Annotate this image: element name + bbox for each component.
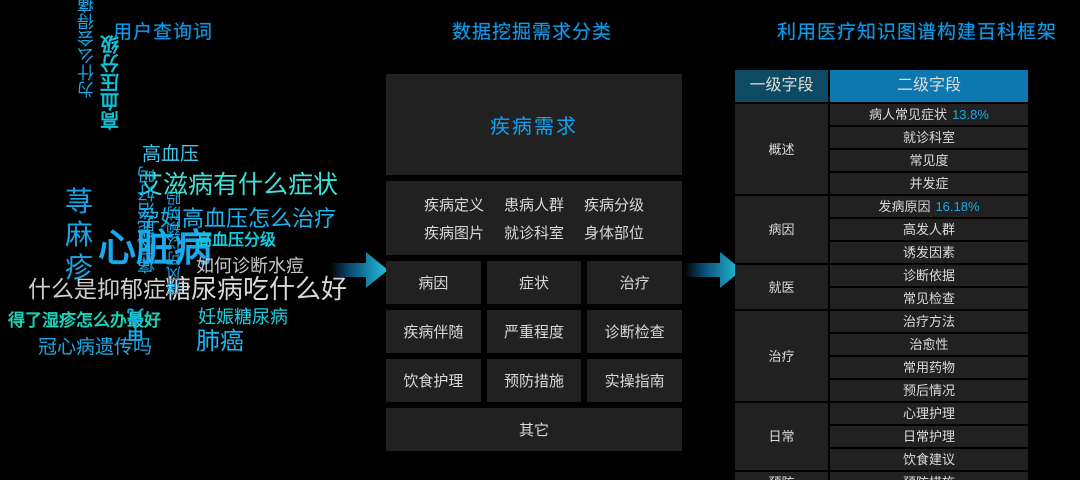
category-cell[interactable]: 症状 xyxy=(486,261,582,304)
table-cell-level2[interactable]: 治愈性 xyxy=(830,334,1028,355)
table-cell-level1[interactable]: 治疗 xyxy=(735,311,828,401)
table-row: 预后情况 xyxy=(735,380,1028,401)
table-row: 高发人群 xyxy=(735,219,1028,240)
table-row: 治愈性 xyxy=(735,334,1028,355)
arrow-classification-to-table xyxy=(684,250,742,290)
table-cell-level2[interactable]: 饮食建议 xyxy=(830,449,1028,470)
word-cloud-term: 冠心病遗传吗 xyxy=(38,337,153,358)
table-cell-level2[interactable]: 治疗方法 xyxy=(830,311,1028,332)
disease-attribute-list: 疾病定义 患病人群 疾病分级疾病图片 就诊科室 身体部位 xyxy=(386,181,682,255)
table-cell-level2[interactable]: 诊断依据 xyxy=(830,265,1028,286)
attribute-item[interactable]: 疾病分级 xyxy=(584,196,645,214)
word-cloud: 高血压艾滋病有什么症状孕妇高血压怎么治疗为什么会得痛风高血压分级荨麻疹心脏病高血… xyxy=(0,0,366,410)
table-cell-level1[interactable]: 预防 xyxy=(735,472,828,480)
word-cloud-term: 痛风可以预防吗 xyxy=(166,191,183,296)
table-row: 常见检查 xyxy=(735,288,1028,309)
attribute-item[interactable]: 就诊科室 xyxy=(503,224,564,242)
table-row: 常用药物 xyxy=(735,357,1028,378)
word-cloud-term: 什么是抑郁症 xyxy=(28,276,166,302)
word-cloud-term: 高血压分级 xyxy=(196,232,277,249)
table-header-row: 一级字段 二级字段 xyxy=(735,70,1028,102)
category-cell[interactable]: 严重程度 xyxy=(486,310,582,353)
word-cloud-term: 麻 xyxy=(65,219,94,250)
word-cloud-term: 孕妇高血压怎么治疗 xyxy=(138,206,337,231)
table-header-level2: 二级字段 xyxy=(830,70,1028,102)
column-title-demand-classification: 数据挖掘需求分类 xyxy=(452,22,613,43)
table-cell-level2[interactable]: 并发症 xyxy=(830,173,1028,194)
word-cloud-term: 糖尿病吃什么好 xyxy=(165,274,348,304)
table-row: 就医诊断依据 xyxy=(735,265,1028,309)
category-cell[interactable]: 诊断检查 xyxy=(587,310,682,353)
word-cloud-term: 疹 xyxy=(65,252,94,283)
coverage-percentage: 13.8% xyxy=(952,107,989,122)
table-cell-level2[interactable]: 诱发因素 xyxy=(830,242,1028,263)
table-row: 日常心理护理 xyxy=(735,403,1028,470)
disease-demand-header: 疾病需求 xyxy=(386,74,682,175)
word-cloud-term: 妊娠糖尿病 xyxy=(198,307,288,327)
table-cell-level2[interactable]: 高发人群 xyxy=(830,219,1028,240)
attribute-item[interactable]: 疾病图片 xyxy=(423,224,484,242)
word-cloud-term: 得了湿疹怎么办最好 xyxy=(8,311,161,330)
category-cell[interactable]: 实操指南 xyxy=(587,359,682,402)
table-cell-level1[interactable]: 日常 xyxy=(735,403,828,470)
table-row: 治疗治疗方法 xyxy=(735,311,1028,401)
word-cloud-term: 艾滋病有什么症状 xyxy=(138,171,339,199)
table-cell-level2[interactable]: 常见检查 xyxy=(830,288,1028,309)
table-cell-level1[interactable]: 病因 xyxy=(735,196,828,263)
word-cloud-term: 甲亢 xyxy=(128,308,147,342)
arrow-wordcloud-to-classification xyxy=(330,250,388,290)
column-title-user-queries: 用户查询词 xyxy=(113,22,214,43)
category-cell[interactable]: 治疗 xyxy=(587,261,682,304)
table-header-level1: 一级字段 xyxy=(735,70,828,102)
table-row: 常见度 xyxy=(735,150,1028,171)
word-cloud-term: 为什么会得痛风 xyxy=(78,0,97,98)
column-title-knowledge-graph: 利用医疗知识图谱构建百科框架 xyxy=(777,22,1058,43)
word-cloud-term: 痛风能治好吗 xyxy=(137,166,157,274)
table-row: 诱发因素 xyxy=(735,242,1028,263)
table-cell-level2[interactable]: 预防措施 xyxy=(830,472,1028,480)
attribute-item[interactable]: 身体部位 xyxy=(584,224,645,242)
table-row: 并发症 xyxy=(735,173,1028,194)
category-cell[interactable]: 预防措施 xyxy=(486,359,582,402)
category-other[interactable]: 其它 xyxy=(386,408,682,451)
word-cloud-term: 高血压分级 xyxy=(101,35,122,130)
word-cloud-term: 荨 xyxy=(65,186,94,217)
table-head: 一级字段 二级字段 xyxy=(735,70,1028,102)
coverage-percentage: 16.18% xyxy=(935,199,980,214)
table-cell-level2[interactable]: 就诊科室 xyxy=(830,127,1028,148)
attribute-row: 疾病图片 就诊科室 身体部位 xyxy=(424,222,644,243)
attribute-row: 疾病定义 患病人群 疾病分级 xyxy=(424,194,644,215)
table-cell-level2[interactable]: 常用药物 xyxy=(830,357,1028,378)
table-cell-level1[interactable]: 就医 xyxy=(735,265,828,309)
table-cell-level1[interactable]: 概述 xyxy=(735,104,828,194)
table-row: 饮食建议 xyxy=(735,449,1028,470)
category-cell[interactable]: 疾病伴随 xyxy=(386,310,481,353)
word-cloud-term: 心脏病 xyxy=(98,228,213,270)
table-row: 就诊科室 xyxy=(735,127,1028,148)
category-cell[interactable]: 病因 xyxy=(386,261,481,304)
word-cloud-term: 肺癌 xyxy=(196,328,244,355)
word-cloud-term: 高血压 xyxy=(142,144,200,165)
table-cell-level2[interactable]: 日常护理 xyxy=(830,426,1028,447)
category-cell[interactable]: 饮食护理 xyxy=(386,359,481,402)
word-cloud-term: 如何诊断水痘 xyxy=(196,256,304,276)
table-cell-level2[interactable]: 常见度 xyxy=(830,150,1028,171)
table-row: 日常护理 xyxy=(735,426,1028,447)
attribute-item[interactable]: 疾病定义 xyxy=(423,196,484,214)
demand-category-grid: 病因症状治疗疾病伴随严重程度诊断检查饮食护理预防措施实操指南 xyxy=(386,261,682,402)
table-cell-level2[interactable]: 心理护理 xyxy=(830,403,1028,424)
attribute-item[interactable]: 患病人群 xyxy=(503,196,564,214)
demand-classification-panel: 疾病需求 疾病定义 患病人群 疾病分级疾病图片 就诊科室 身体部位 病因症状治疗疾病伴随… xyxy=(386,74,682,451)
table-cell-level2[interactable]: 预后情况 xyxy=(830,380,1028,401)
table-row: 预防预防措施 xyxy=(735,472,1028,480)
